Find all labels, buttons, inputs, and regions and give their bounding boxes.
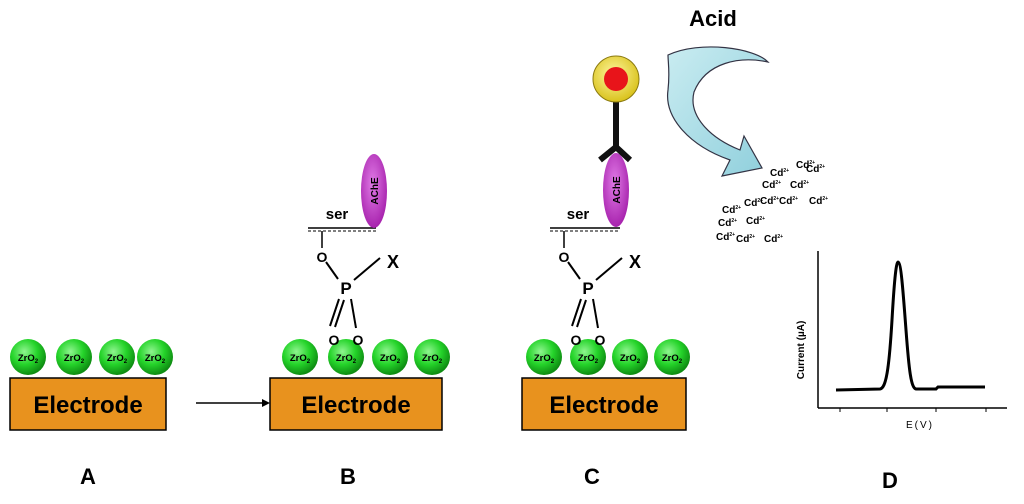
cd-ion: Cd2+ [770, 168, 789, 179]
zro2-particle [56, 339, 92, 375]
zro2-particle [414, 339, 450, 375]
cd-ion: Cd2+ [722, 205, 741, 216]
zro2-row-b: ZrO2 ZrO2 ZrO2 ZrO2 [282, 339, 450, 375]
zro2-label: ZrO2 [18, 353, 39, 365]
panel-d: Current (µA) E(V) D [796, 251, 1007, 493]
acid-label: Acid [689, 6, 737, 31]
voltammogram-trace [835, 260, 985, 392]
zro2-label: ZrO2 [534, 353, 555, 365]
phosphate-linkage-c: P O O O X ser [550, 206, 641, 348]
panel-label-b: B [340, 464, 356, 489]
oxygen-label: O [559, 249, 570, 265]
oxygen-label: O [571, 332, 582, 348]
zro2-particle [99, 339, 135, 375]
enzyme-label: AChE [370, 177, 381, 205]
zro2-label: ZrO2 [145, 353, 166, 365]
zro2-particle [654, 339, 690, 375]
electrode-b [269, 377, 443, 431]
zro2-row-c: ZrO2 ZrO2 ZrO2 ZrO2 [526, 339, 690, 375]
zro2-particle [282, 339, 318, 375]
oxygen-label: O [353, 332, 364, 348]
zro2-label: ZrO2 [380, 353, 401, 365]
phosphate-linkage-b: P O O O X ser [308, 206, 399, 348]
cd-ion: Cd2+ [736, 234, 755, 245]
antibody [598, 102, 633, 163]
panel-c: Electrode ZrO2 ZrO2 ZrO2 ZrO2 P O O O X … [521, 55, 690, 489]
cd-ion: Cd2+ [809, 196, 828, 207]
cd-ion: Cd2+ [746, 216, 765, 227]
zro2-label: ZrO2 [662, 353, 683, 365]
cd-ion: Cd2+ [790, 180, 809, 191]
serine-label: ser [326, 206, 349, 223]
leaving-group-x: X [629, 252, 641, 272]
electrode-label-b: Electrode [301, 392, 410, 419]
cd-ion: Cd2+ [760, 196, 779, 207]
zro2-label: ZrO2 [578, 353, 599, 365]
cd-ion: Cd2+ [762, 180, 781, 191]
zro2-label: ZrO2 [64, 353, 85, 365]
oxygen-label: O [317, 249, 328, 265]
nanoparticle-label [592, 55, 640, 103]
electrode-label-c: Electrode [549, 392, 658, 419]
ache-enzyme-c: AChE [603, 153, 629, 227]
panel-label-d: D [882, 468, 898, 493]
cd-ion: Cd2+ [806, 164, 825, 175]
zro2-label: ZrO2 [107, 353, 128, 365]
serine-label: ser [567, 206, 590, 223]
acid-arrow: Acid [667, 6, 770, 177]
enzyme-label: AChE [612, 176, 623, 204]
cd-ion: Cd2+ [796, 160, 815, 171]
zro2-particle [137, 339, 173, 375]
zro2-particle [612, 339, 648, 375]
panel-label-a: A [80, 464, 96, 489]
step-arrow [196, 399, 270, 407]
cd-ion: Cd2+ [744, 198, 763, 209]
d-xlabel: E(V) [906, 420, 934, 431]
oxygen-label: O [329, 332, 340, 348]
zro2-label: ZrO2 [620, 353, 641, 365]
panel-b: Electrode ZrO2 ZrO2 ZrO2 ZrO2 P O O O X [269, 154, 450, 489]
zro2-row-a: ZrO2 ZrO2 ZrO2 ZrO2 [10, 339, 173, 375]
panel-a: Electrode ZrO2 ZrO2 ZrO2 ZrO2 A [9, 339, 173, 489]
zro2-particle [10, 339, 46, 375]
electrode-c [521, 377, 687, 431]
zro2-particle [372, 339, 408, 375]
zro2-particle [570, 339, 606, 375]
cd-ion: Cd2+ [764, 234, 783, 245]
cd-ion: Cd2+ [779, 196, 798, 207]
cd-ion: Cd2+ [716, 232, 735, 243]
phosphorus-label: P [582, 279, 593, 298]
oxygen-label: O [595, 332, 606, 348]
electrode-a [9, 377, 167, 431]
phosphorus-label: P [340, 279, 351, 298]
electrode-label-a: Electrode [33, 392, 142, 419]
d-ylabel: Current (µA) [796, 321, 807, 380]
zro2-particle [526, 339, 562, 375]
leaving-group-x: X [387, 252, 399, 272]
panel-label-c: C [584, 464, 600, 489]
zro2-label: ZrO2 [290, 353, 311, 365]
zro2-label: ZrO2 [422, 353, 443, 365]
zro2-label: ZrO2 [336, 353, 357, 365]
cd-ion-cluster: Cd2+Cd2+Cd2+Cd2+Cd2+Cd2+Cd2+Cd2+Cd2+Cd2+… [716, 160, 828, 245]
zro2-particle [328, 339, 364, 375]
ache-enzyme-b: AChE [361, 154, 387, 228]
cd-ion: Cd2+ [718, 218, 737, 229]
